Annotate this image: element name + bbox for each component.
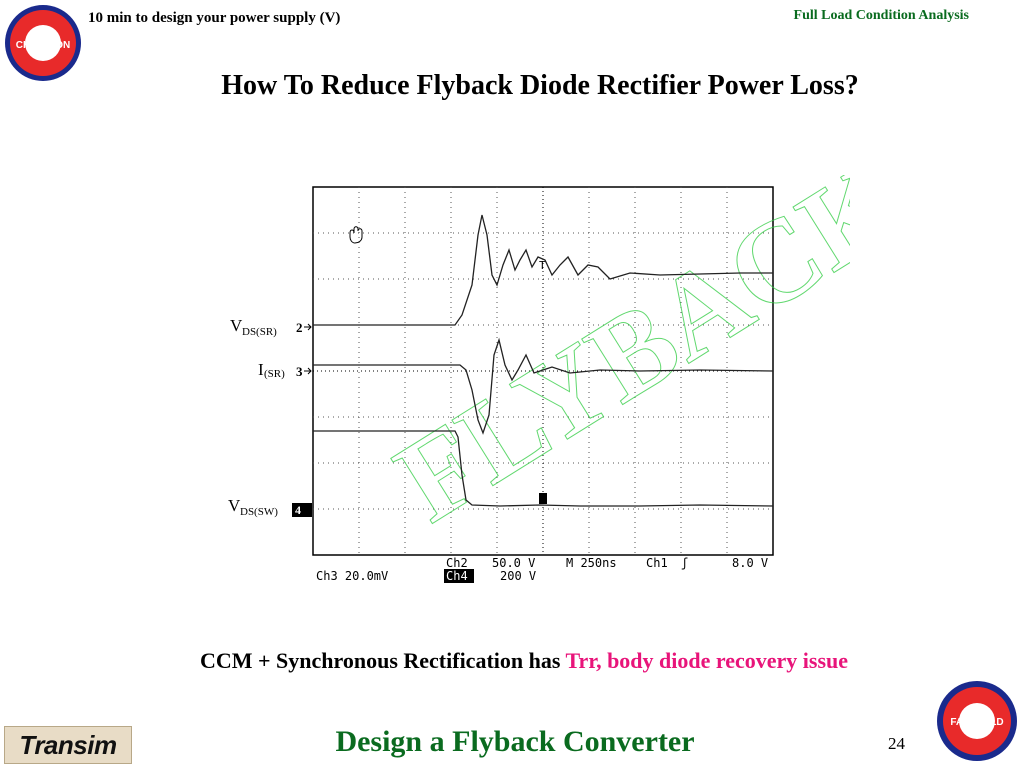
svg-text:V: V bbox=[230, 316, 243, 335]
readout-ch2-value: 50.0 V bbox=[492, 556, 535, 570]
fairchild-logo-text: FAIRCHILD bbox=[950, 717, 1003, 728]
page-number: 24 bbox=[888, 734, 905, 753]
slide-caption: CCM + Synchronous Rectification has Trr,… bbox=[0, 648, 1024, 674]
trigger-marker-icon bbox=[539, 493, 547, 504]
channel-label-vds-sr: V DS(SR) 2 bbox=[230, 316, 312, 338]
header-right-title: Full Load Condition Analysis bbox=[793, 8, 969, 23]
footer-title: Design a Flyback Converter bbox=[335, 725, 695, 758]
trigger-marker-glyph: T bbox=[539, 259, 546, 272]
readout-ch2: Ch2 bbox=[446, 556, 468, 570]
oscilloscope-screen: FLYBACK T V DS(SR) 2 I (SR) 3 V DS(SW) bbox=[228, 135, 924, 583]
readout-ch4: Ch4 bbox=[446, 569, 468, 583]
channel-marker-2: 2 bbox=[296, 320, 303, 335]
svg-text:V: V bbox=[228, 496, 241, 515]
header-left-title: 10 min to design your power supply (V) bbox=[88, 10, 341, 26]
readout-ch4-value: 200 V bbox=[500, 569, 536, 583]
fairchild-logo: FAIRCHILD bbox=[937, 681, 1017, 761]
transim-logo: Transim bbox=[4, 726, 132, 764]
oscilloscope-figure: FLYBACK T V DS(SR) 2 I (SR) 3 V DS(SW) bbox=[200, 135, 924, 595]
caption-highlight: Trr, body diode recovery issue bbox=[565, 648, 849, 673]
hand-cursor-icon bbox=[349, 226, 363, 244]
i-sr-trace bbox=[313, 337, 774, 435]
readout-trigger-ch: Ch1 bbox=[646, 556, 668, 570]
flyback-watermark: FLYBACK bbox=[374, 175, 850, 547]
champion-logo-text: CHAMPION bbox=[16, 40, 70, 51]
transim-logo-text: Transim bbox=[19, 729, 117, 760]
svg-text:(SR): (SR) bbox=[264, 368, 285, 380]
channel-marker-3: 3 bbox=[296, 364, 303, 379]
scope-readout: Ch2 50.0 V M 250ns Ch1 ʃ 8.0 V Ch3 20.0m… bbox=[316, 556, 768, 583]
svg-text:I: I bbox=[258, 360, 264, 379]
readout-ch3: Ch3 20.0mV bbox=[316, 569, 388, 583]
channel-label-vds-sw: V DS(SW) 4 bbox=[228, 496, 312, 518]
readout-timebase: M 250ns bbox=[566, 556, 617, 570]
vds-sw-trace bbox=[313, 430, 774, 507]
vds-sr-trace bbox=[313, 214, 773, 326]
center-axes bbox=[313, 187, 773, 555]
champion-logo: CHAMPION bbox=[5, 5, 81, 81]
readout-trigger-level: 8.0 V bbox=[732, 556, 768, 570]
channel-label-i-sr: I (SR) 3 bbox=[258, 360, 312, 380]
svg-text:DS(SR): DS(SR) bbox=[242, 326, 277, 338]
caption-main: CCM + Synchronous Rectification has bbox=[199, 648, 566, 673]
svg-text:DS(SW): DS(SW) bbox=[240, 506, 278, 518]
channel-marker-4: 4 bbox=[295, 503, 301, 517]
waveform-traces bbox=[313, 214, 774, 507]
slide-title: How To Reduce Flyback Diode Rectifier Po… bbox=[221, 70, 859, 101]
readout-trigger-slope: ʃ bbox=[681, 556, 688, 570]
